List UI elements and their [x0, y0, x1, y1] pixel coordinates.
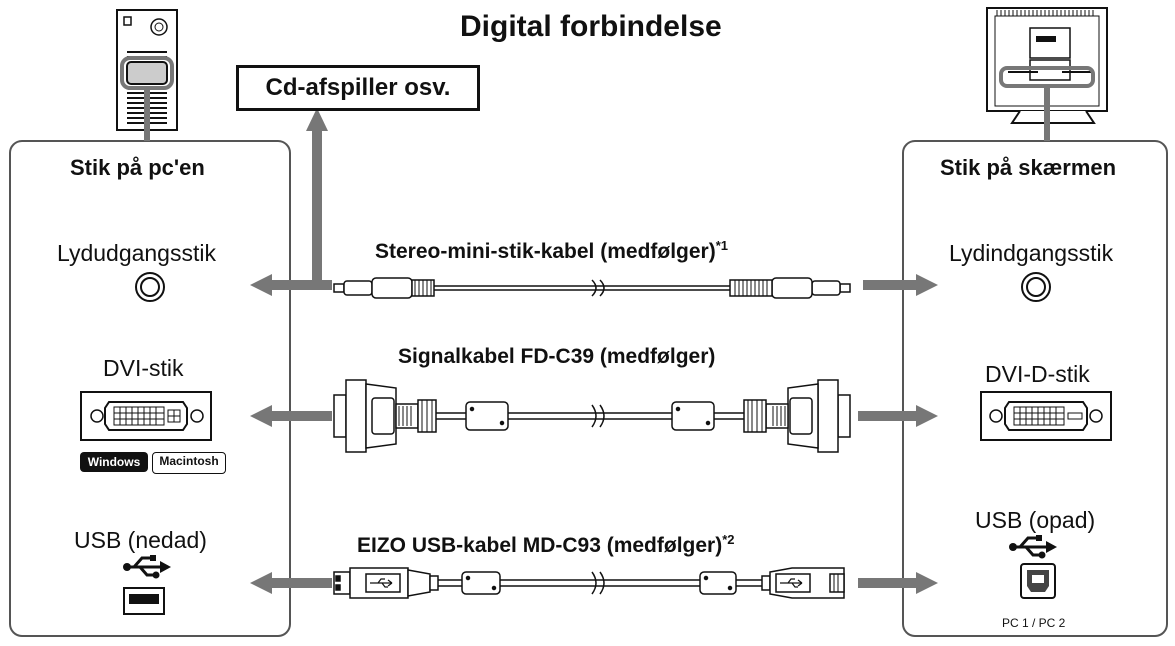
- pc-panel-header: Stik på pc'en: [70, 155, 205, 180]
- dvi-signal-cable-icon: [333, 379, 851, 453]
- pc-usb-symbol-icon: [123, 555, 171, 579]
- arrow-left-audio: [250, 274, 332, 296]
- monitor-usb-label: USB (opad): [975, 507, 1096, 533]
- usb-cable-note: *2: [722, 532, 735, 547]
- monitor-dvi-port-icon: [980, 391, 1112, 441]
- pc-usb-a-port-icon: [123, 587, 165, 615]
- pc-usb-label: USB (nedad): [74, 527, 207, 553]
- monitor-usb-symbol-icon: [1009, 535, 1057, 559]
- os-macintosh-badge: Macintosh: [152, 452, 226, 474]
- monitor-panel-header: Stik på skærmen: [940, 155, 1117, 180]
- cd-player-box: Cd-afspiller osv.: [236, 65, 480, 111]
- pc-dvi-port-icon: [80, 391, 212, 441]
- monitor-usb-b-port-icon: [1020, 563, 1056, 599]
- stereo-cable-caption: Stereo-mini-stik-kabel (medfølger)*1: [375, 238, 728, 264]
- arrow-right-audio: [863, 274, 938, 296]
- arrow-left-dvi: [250, 405, 332, 427]
- pc-audio-out-label: Lydudgangsstik: [57, 240, 216, 266]
- monitor-back-icon: [986, 7, 1108, 141]
- stereo-mini-cable-icon: [333, 277, 851, 299]
- arrow-right-dvi: [858, 405, 938, 427]
- pc-dvi-label: DVI-stik: [103, 355, 184, 381]
- pc-tower-icon: [116, 9, 178, 141]
- arrow-right-usb: [858, 572, 938, 594]
- monitor-dvi-label: DVI-D-stik: [985, 361, 1090, 387]
- pc-panel: [9, 140, 291, 637]
- signal-cable-caption: Signalkabel FD-C39 (medfølger): [398, 345, 716, 368]
- usb-cable-name: EIZO USB-kabel MD-C93 (medfølger): [357, 534, 723, 557]
- arrow-left-usb: [250, 572, 332, 594]
- os-windows-badge: Windows: [80, 452, 148, 472]
- monitor-usb-ports-label: PC 1 / PC 2: [1002, 616, 1066, 630]
- monitor-panel: [902, 140, 1168, 637]
- usb-cable-caption: EIZO USB-kabel MD-C93 (medfølger)*2: [357, 532, 735, 558]
- usb-cable-icon: [333, 567, 845, 599]
- monitor-audio-in-label: Lydindgangsstik: [949, 240, 1114, 266]
- pc-audio-jack-icon: [135, 272, 165, 302]
- arrow-up-to-cd-player: [306, 108, 328, 285]
- stereo-cable-note: *1: [715, 238, 729, 253]
- monitor-audio-jack-icon: [1021, 272, 1051, 302]
- diagram-title: Digital forbindelse: [460, 10, 722, 43]
- stereo-cable-name: Stereo-mini-stik-kabel (medfølger): [375, 240, 716, 263]
